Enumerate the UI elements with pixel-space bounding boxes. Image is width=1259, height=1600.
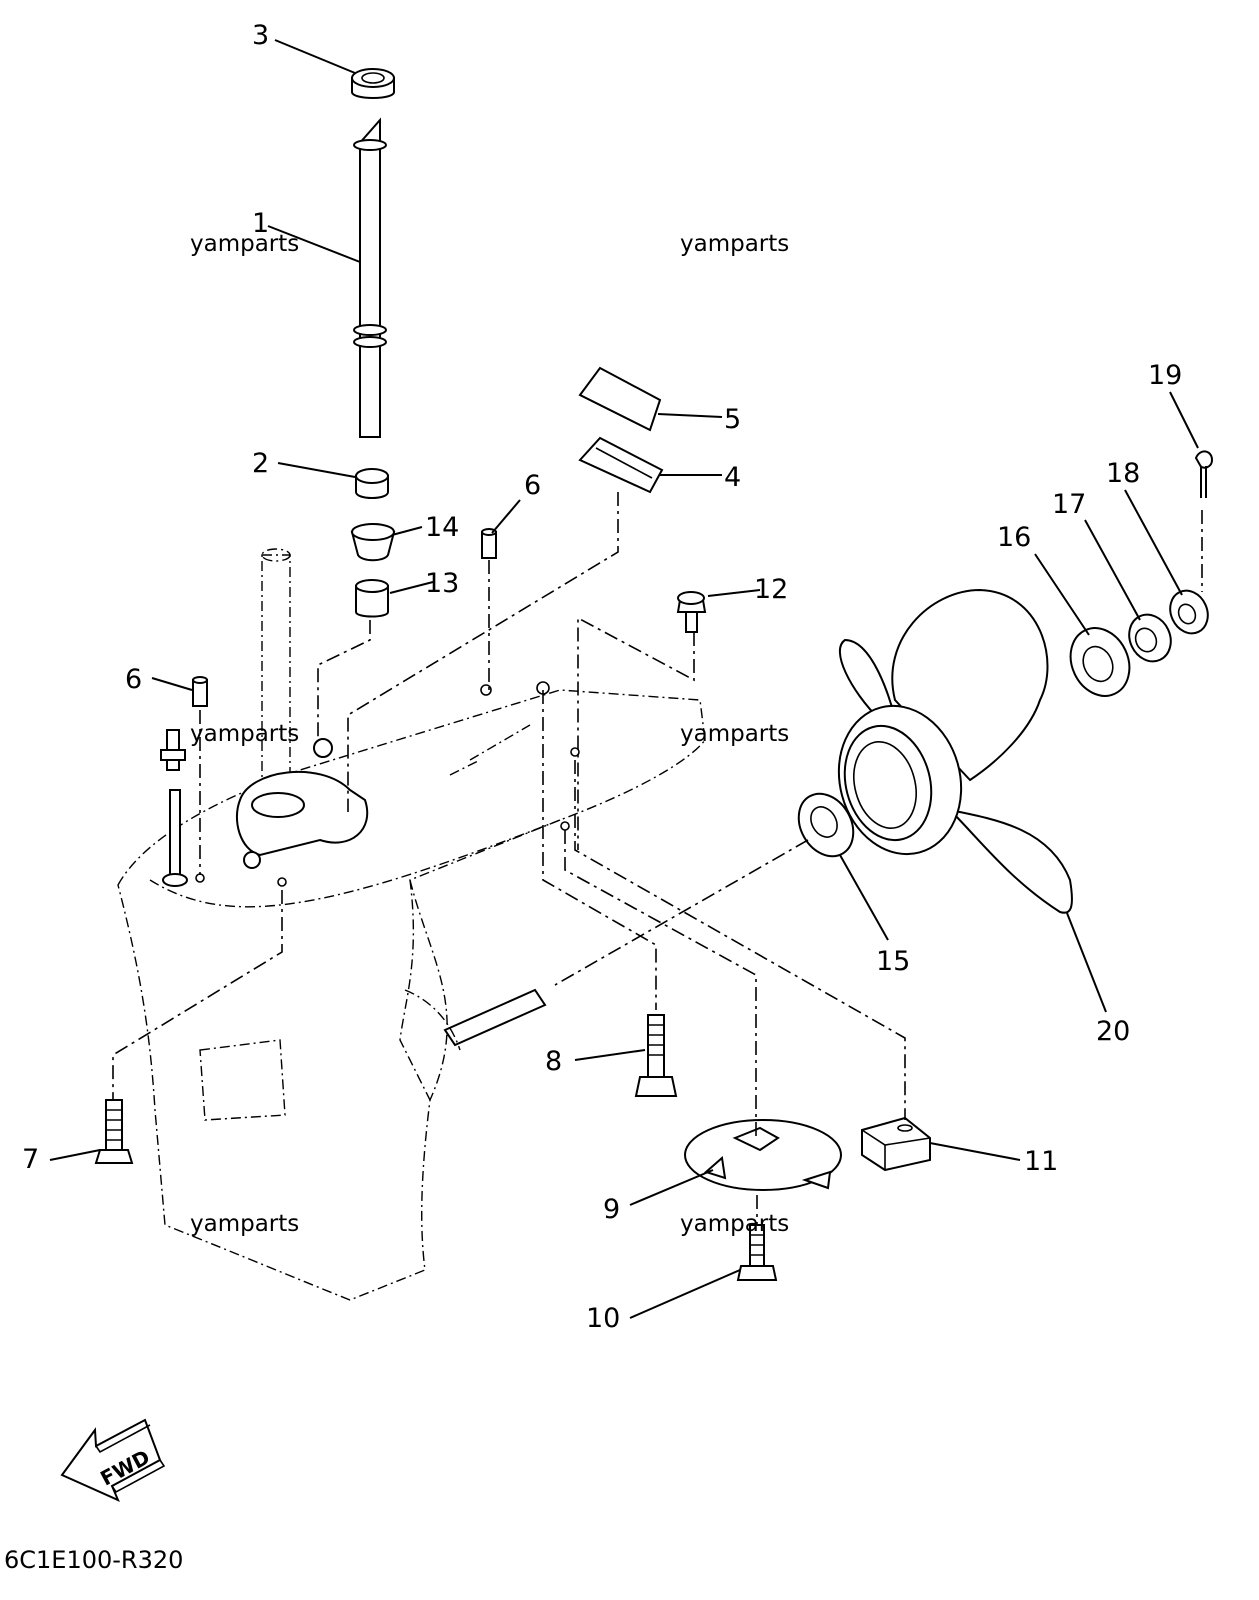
callout-8: 8 xyxy=(545,1046,562,1077)
dowel-pin-right xyxy=(481,528,497,559)
bolt-10 xyxy=(736,1224,778,1281)
bolt-8 xyxy=(634,1014,678,1097)
callout-10: 10 xyxy=(586,1303,620,1334)
watermark-1: yamparts xyxy=(190,231,299,257)
bolt-7 xyxy=(94,1099,134,1164)
callout-3: 3 xyxy=(252,20,269,51)
lower-unit-housing xyxy=(117,548,706,1301)
watermark-3: yamparts xyxy=(190,721,299,747)
washer-16 xyxy=(1069,627,1131,697)
watermarks: yamparts yamparts yamparts yamparts yamp… xyxy=(190,231,789,1237)
callout-13: 13 xyxy=(425,568,459,599)
callout-17: 17 xyxy=(1052,489,1086,520)
callout-1: 1 xyxy=(252,208,269,239)
watermark-4: yamparts xyxy=(680,721,789,747)
drawing-code: 6C1E100-R320 xyxy=(4,1546,183,1574)
spacer-4 xyxy=(578,436,664,494)
callout-15: 15 xyxy=(876,946,910,977)
grommet-2 xyxy=(355,468,389,499)
bolt-12 xyxy=(676,591,707,633)
callout-2: 2 xyxy=(252,448,269,479)
callout-12: 12 xyxy=(754,574,788,605)
callout-6-right: 6 xyxy=(524,470,541,501)
callouts: 1 2 3 4 5 6 6 7 8 9 10 11 12 13 14 15 16… xyxy=(22,20,1182,1334)
watermark-2: yamparts xyxy=(680,231,789,257)
callout-18: 18 xyxy=(1106,458,1140,489)
spacer-17 xyxy=(1128,613,1172,663)
cotter-pin xyxy=(1194,450,1214,498)
dowel-pin-left xyxy=(192,676,208,707)
callout-6-left: 6 xyxy=(125,664,142,695)
assembly-lines xyxy=(112,492,1203,1225)
anode xyxy=(861,1116,931,1172)
callout-9: 9 xyxy=(603,1194,620,1225)
callout-14: 14 xyxy=(425,512,459,543)
spacer-5 xyxy=(578,366,662,432)
watermark-6: yamparts xyxy=(680,1211,789,1237)
water-tube xyxy=(353,117,387,438)
watermark-5: yamparts xyxy=(190,1211,299,1237)
trim-tab xyxy=(684,1119,842,1191)
callout-7: 7 xyxy=(22,1144,39,1175)
callout-19: 19 xyxy=(1148,360,1182,391)
callout-20: 20 xyxy=(1096,1016,1130,1047)
propeller xyxy=(837,588,1073,914)
callout-4: 4 xyxy=(724,462,741,493)
grommet-14 xyxy=(350,523,396,562)
callout-11: 11 xyxy=(1024,1146,1058,1177)
callout-5: 5 xyxy=(724,404,741,435)
propeller-nut xyxy=(1169,589,1209,635)
callout-16: 16 xyxy=(997,522,1031,553)
grommet-3 xyxy=(351,68,395,99)
leader-lines xyxy=(49,39,1199,1319)
shift-fitting xyxy=(160,729,188,887)
fwd-direction-arrow: FWD xyxy=(60,1418,166,1502)
grommet-13 xyxy=(355,579,389,618)
